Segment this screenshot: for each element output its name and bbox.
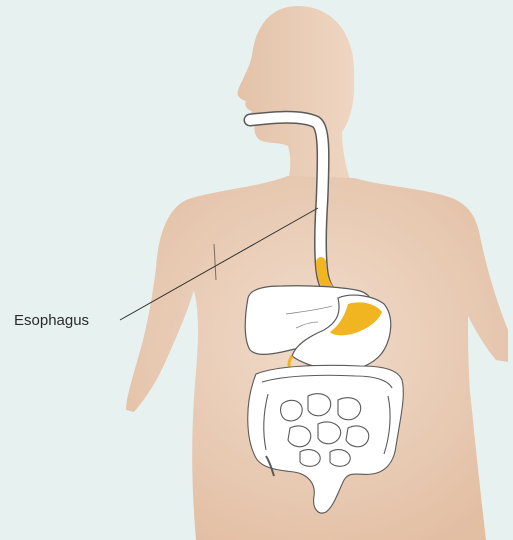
head: [238, 6, 355, 186]
esophagus-label: Esophagus: [14, 312, 89, 329]
